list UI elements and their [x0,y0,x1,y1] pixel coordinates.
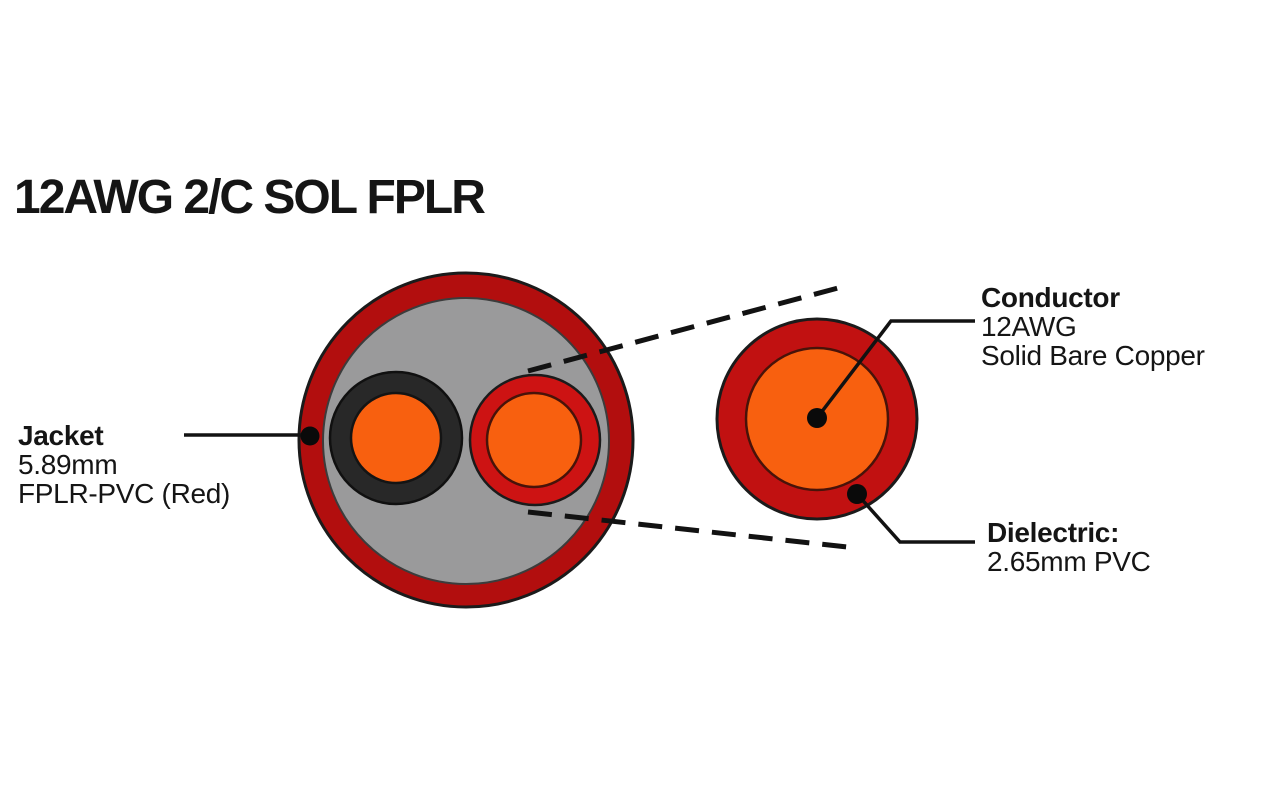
dielectric-label-heading: Dielectric: [987,517,1120,548]
dielectric-callout-dot [847,484,867,504]
conductor-callout [807,319,975,428]
black-conductor [328,370,464,506]
main-cross-section [297,271,635,609]
jacket-callout [184,426,320,446]
dielectric-callout [847,484,975,544]
jacket-label-size: 5.89mm [18,449,118,480]
jacket-callout-dot [300,426,320,446]
jacket-label-heading: Jacket [18,420,104,451]
red-conductor-core [485,391,583,489]
magnifier-cone [527,285,857,551]
black-conductor-core [349,391,443,485]
dielectric-callout-line [855,492,975,544]
conductor-label-gauge: 12AWG [981,311,1077,342]
jacket-label-material: FPLR-PVC (Red) [18,478,231,509]
dielectric-label-material: 2.65mm PVC [987,546,1151,577]
diagram-title: 12AWG 2/C SOL FPLR [14,171,486,224]
conductor-callout-dot [807,408,827,428]
magnifier-dash-bottom [527,509,857,551]
conductor-label-heading: Conductor [981,282,1120,313]
jacket-label: Jacket 5.89mm FPLR-PVC (Red) [18,421,230,508]
magnifier-dash-top [527,285,839,374]
conductor-label-material: Solid Bare Copper [981,340,1205,371]
dielectric-label: Dielectric: 2.65mm PVC [987,518,1151,576]
red-conductor [468,373,602,507]
conductor-label: Conductor 12AWG Solid Bare Copper [981,283,1205,370]
conductor-callout-line [815,319,975,420]
